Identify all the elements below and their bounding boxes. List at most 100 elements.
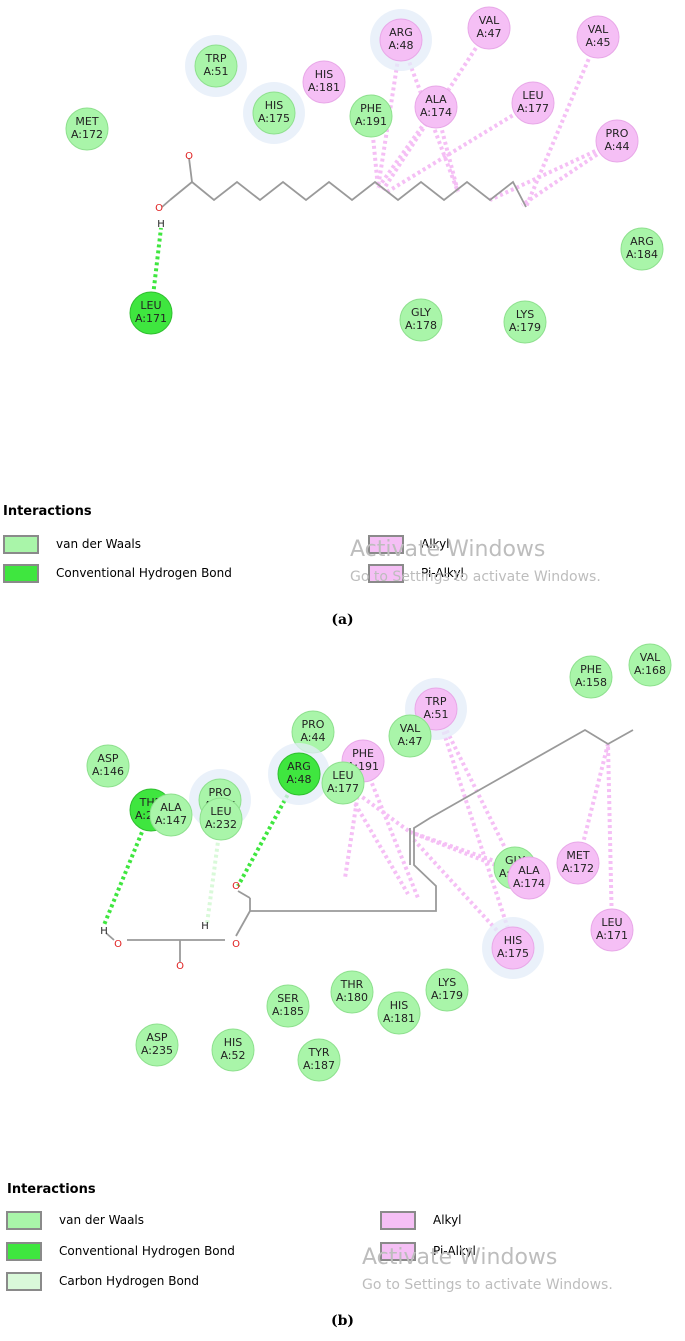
residue-id: A:175: [497, 947, 529, 960]
residue-id: A:181: [308, 81, 340, 94]
residue-name: LEU: [522, 89, 543, 102]
residue-id: A:191: [355, 115, 387, 128]
residue-name: HIS: [224, 1036, 243, 1049]
residue-id: A:47: [397, 735, 422, 748]
caption-a: (a): [331, 612, 354, 628]
residue-circle-vdw: [330, 970, 374, 1014]
residue-circle-vdw: [65, 107, 109, 151]
legend-item-hbond: Conventional Hydrogen Bond: [6, 1240, 235, 1262]
legend-swatch-vdw: [6, 1210, 42, 1230]
legend-item-vdw: van der Waals: [3, 533, 141, 555]
residue-circle-hbond: [277, 752, 321, 796]
residue-circle-vdw: [628, 643, 672, 687]
interaction-link-alkyl: [385, 101, 535, 194]
residue-id: A:232: [205, 818, 237, 831]
legend-label: Alkyl: [433, 1213, 462, 1227]
residue-name: ARG: [287, 760, 311, 773]
legend-label: Conventional Hydrogen Bond: [59, 1244, 235, 1258]
residue-id: A:146: [92, 765, 124, 778]
residues-a: TRPA:51META:172HISA:175HISA:181PHEA:191A…: [65, 6, 664, 344]
residue-name: SER: [277, 992, 299, 1005]
residue-name: TYR: [307, 1046, 329, 1059]
residue-circle-alkyl: [507, 856, 551, 900]
residue-circle-vdw: [388, 714, 432, 758]
residue-name: ALA: [160, 801, 182, 814]
legend-swatch-hbond: [6, 1241, 42, 1261]
legend-title: Interactions: [7, 1182, 96, 1197]
residue-id: A:158: [575, 676, 607, 689]
residue-circle-vdw: [252, 91, 296, 135]
residue-name: VAL: [588, 23, 609, 36]
residue-name: PHE: [360, 102, 382, 115]
legend-title: Interactions: [3, 504, 92, 519]
residue-circle-alkyl: [302, 60, 346, 104]
ligand-bond: [169, 181, 193, 201]
interaction-link-alkyl: [376, 105, 438, 190]
residue-circle-alkyl: [379, 18, 423, 62]
residue-name: TRP: [205, 52, 227, 65]
residue-name: ASP: [97, 752, 119, 765]
residue-name: GLY: [411, 306, 431, 319]
residue-name: VAL: [400, 722, 421, 735]
legend-swatch-pialkyl: [368, 563, 404, 583]
residue-circle-vdw: [503, 300, 547, 344]
residue-id: A:175: [258, 112, 290, 125]
watermark-title: Activate Windows: [362, 1245, 558, 1270]
residue-name: PRO: [606, 127, 629, 140]
residue-circle-vdw: [86, 744, 130, 788]
legend-label: Pi-Alkyl: [421, 566, 464, 580]
residue-id: A:51: [203, 65, 228, 78]
legend-item-pialkyl: Pi-Alkyl: [380, 1240, 476, 1262]
ligand-bond: [237, 890, 251, 899]
diagram-canvas-a: OOH TRPA:51META:172HISA:175HISA:181PHEA:…: [65, 6, 664, 344]
residue-name: PHE: [580, 663, 602, 676]
residue-id: A:187: [303, 1059, 335, 1072]
legend-label: Pi-Alkyl: [433, 1244, 476, 1258]
residue-id: A:172: [562, 862, 594, 875]
interaction-link-alkyl: [434, 708, 517, 951]
residue-id: A:47: [476, 27, 501, 40]
watermark-subtitle: Go to Settings to activate Windows.: [362, 1277, 613, 1293]
legend-swatch-chbond: [6, 1271, 42, 1291]
atom-label: O: [185, 151, 193, 162]
residue-id: A:235: [141, 1044, 173, 1057]
legend-swatch-pialkyl: [380, 1241, 416, 1261]
atom-label: H: [100, 926, 108, 937]
residue-id: A:180: [336, 991, 368, 1004]
residue-circle-alkyl: [576, 15, 620, 59]
legend-label: van der Waals: [56, 537, 142, 551]
legend-item-chbond: Carbon Hydrogen Bond: [6, 1270, 199, 1292]
interaction-link-alkyl: [361, 760, 420, 899]
residue-name: LEU: [601, 916, 622, 929]
interaction-link-alkyl: [489, 139, 618, 202]
ligand-bond: [105, 932, 115, 941]
legend-item-pialkyl: Pi-Alkyl: [368, 562, 464, 584]
residue-name: VAL: [479, 14, 500, 27]
residue-name: HIS: [265, 99, 284, 112]
residue-circle-vdw: [194, 44, 238, 88]
residue-circle-vdw: [321, 761, 365, 805]
ligand-bond: [161, 199, 171, 208]
residue-id: A:48: [388, 39, 413, 52]
residue-id: A:52: [220, 1049, 245, 1062]
residue-name: LEU: [210, 805, 231, 818]
residue-id: A:44: [604, 140, 629, 153]
residue-name: PHE: [352, 747, 374, 760]
atom-label: O: [114, 939, 122, 950]
residue-circle-alkyl: [595, 119, 639, 163]
